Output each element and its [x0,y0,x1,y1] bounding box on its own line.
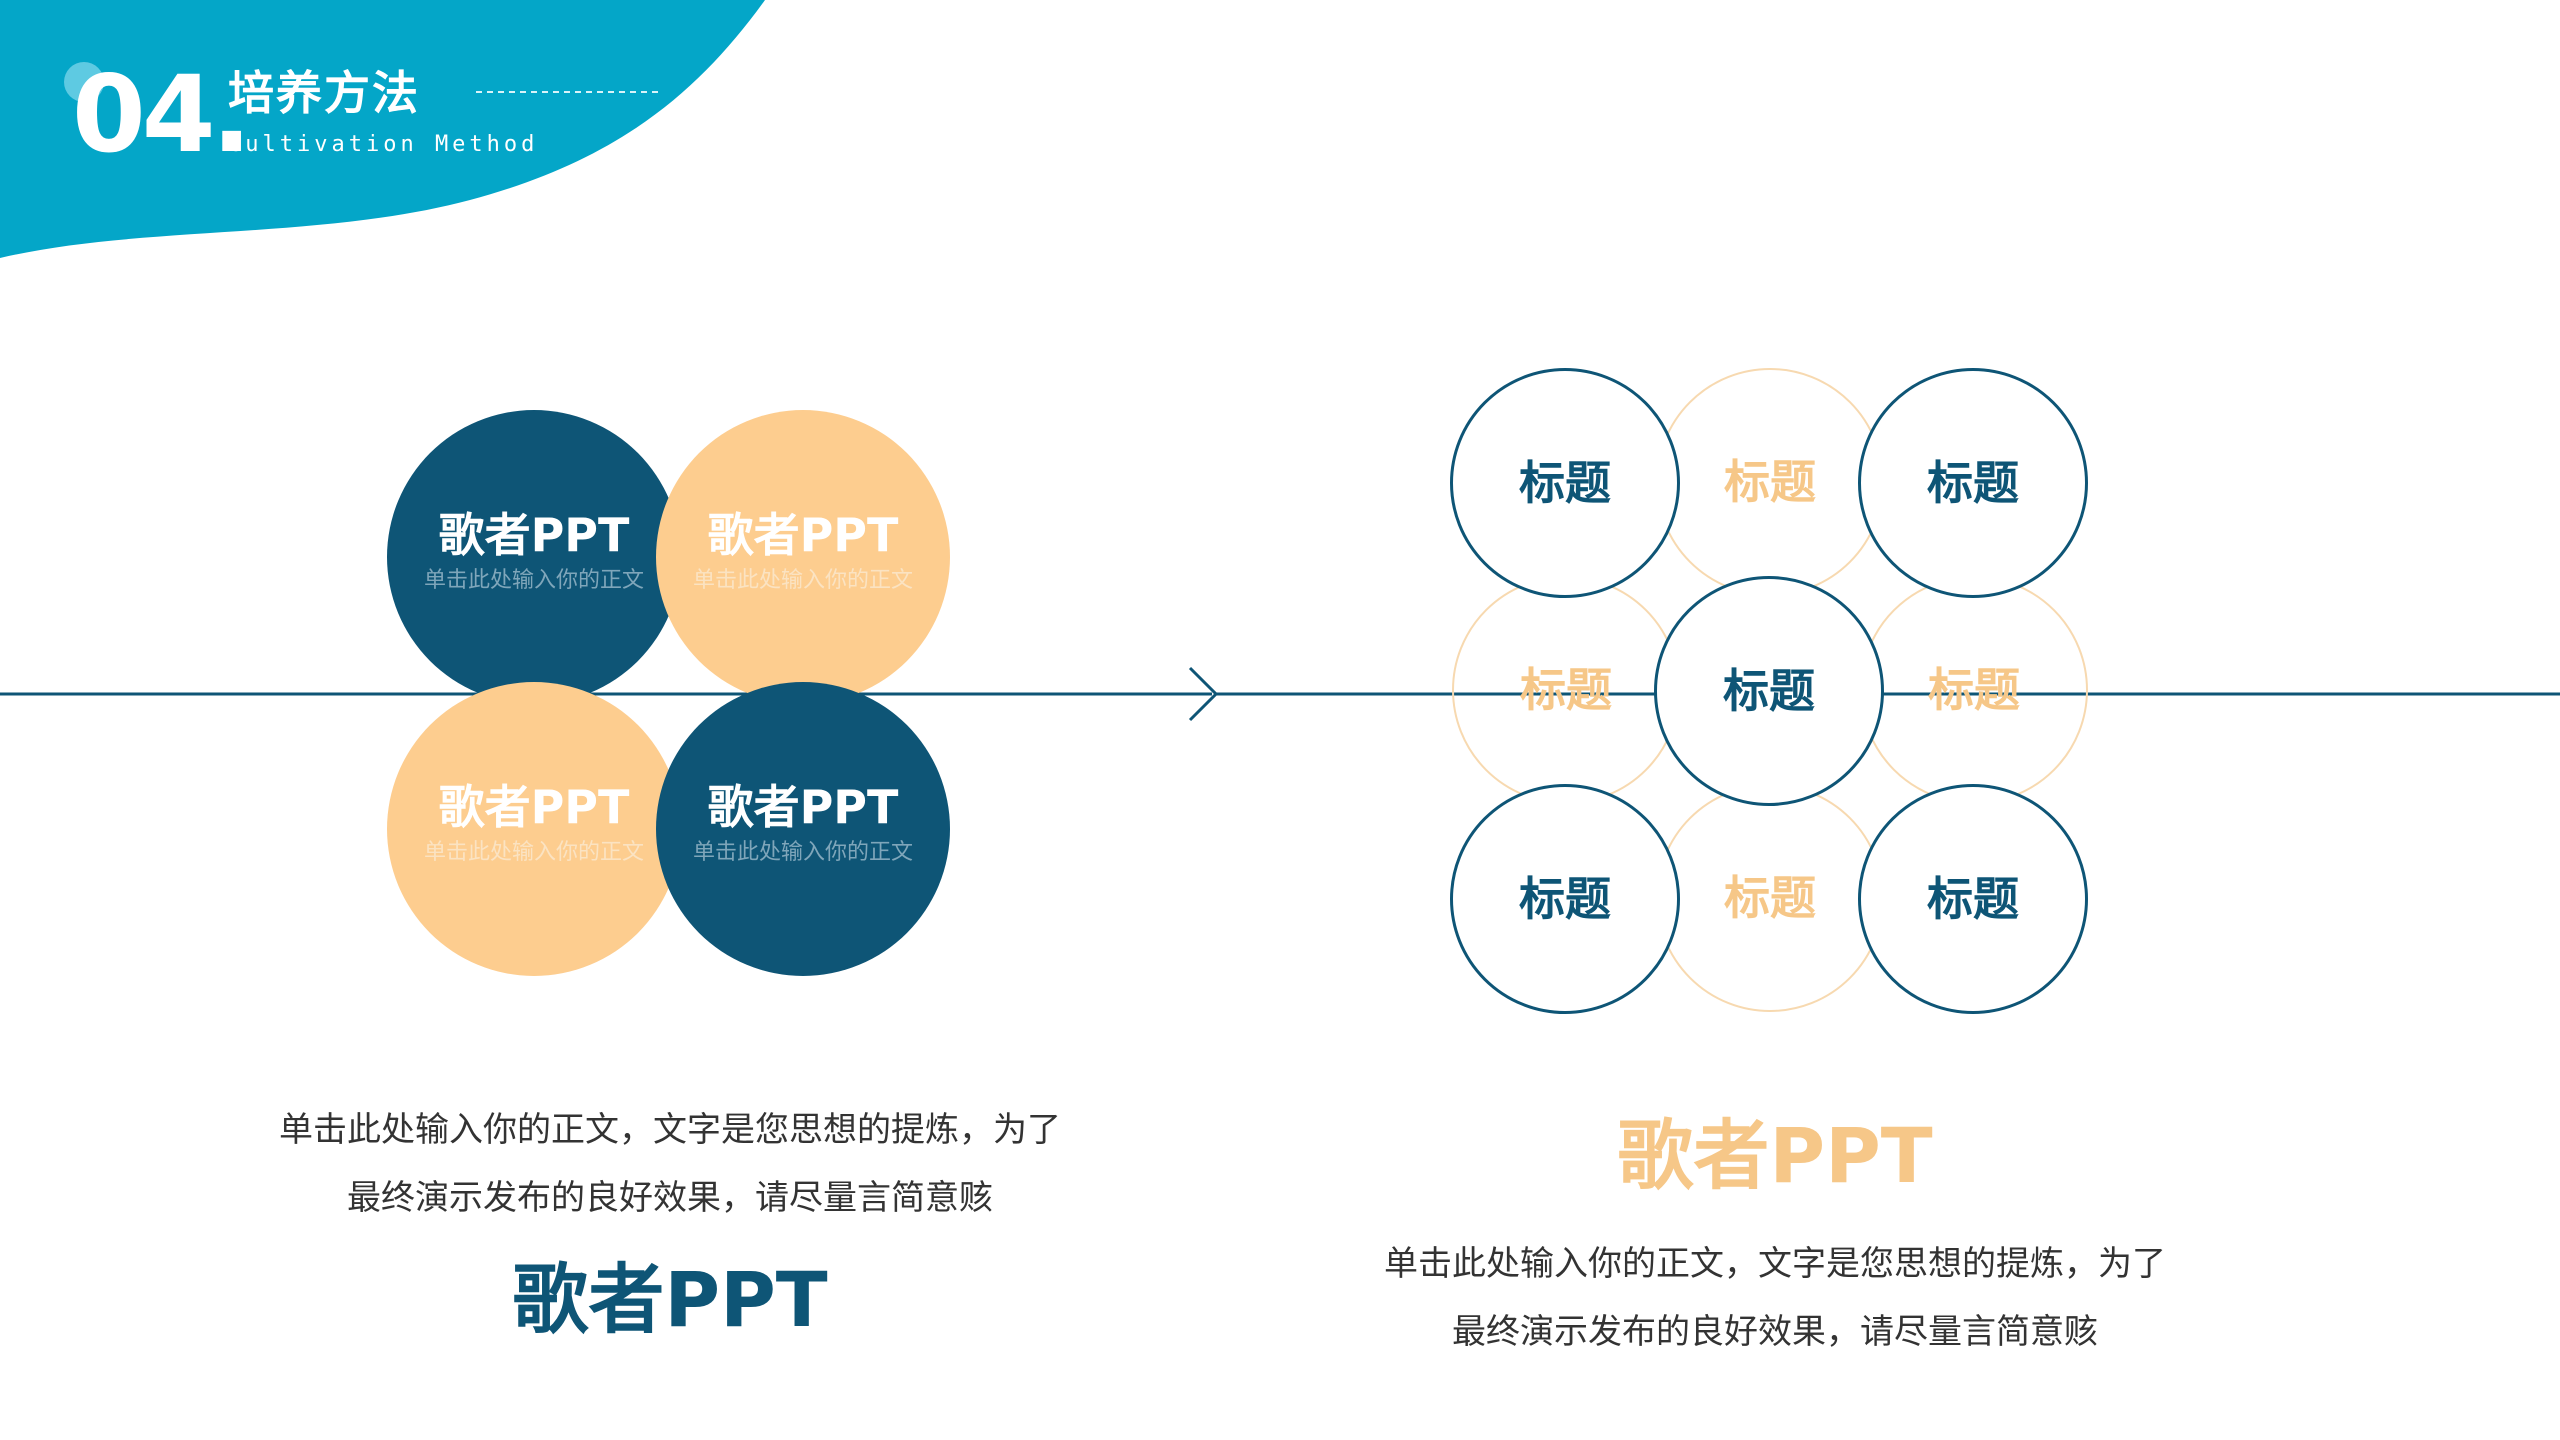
right-caption-line-1: 单击此处输入你的正文，文字是您思想的提炼，为了 [1384,1244,2166,1284]
cluster-circle-bottom-right: 歌者PPT 单击此处输入你的正文 [656,682,950,976]
cluster-circle-bottom-left: 歌者PPT 单击此处输入你的正文 [387,682,681,976]
cluster-circle-text: 单击此处输入你的正文 [423,568,644,593]
cluster-circle-text: 单击此处输入你的正文 [692,568,913,593]
grid-circle-r1c1: 标题 [1450,368,1680,598]
cluster-circle-title: 歌者PPT [707,780,899,834]
cluster-circle-text: 单击此处输入你的正文 [692,840,913,865]
section-title: 培养方法 [228,66,420,120]
cluster-circle-top-right: 歌者PPT 单击此处输入你的正文 [656,410,950,704]
left-caption-line-1: 单击此处输入你的正文，文字是您思想的提炼，为了 [279,1110,1061,1150]
grid-circle-r3c1: 标题 [1450,784,1680,1014]
right-caption-text: 单击此处输入你的正文，文字是您思想的提炼，为了 最终演示发布的良好效果，请尽量言… [1275,1230,2275,1366]
left-caption-text: 单击此处输入你的正文，文字是您思想的提炼，为了 最终演示发布的良好效果，请尽量言… [170,1096,1170,1232]
left-brand-title: 歌者PPT [512,1255,828,1344]
cluster-circle-text: 单击此处输入你的正文 [423,840,644,865]
section-subtitle: Cultivation Method [228,132,539,157]
cluster-circle-top-left: 歌者PPT 单击此处输入你的正文 [387,410,681,704]
grid-circle-r2c3: 标题 [1860,576,2088,804]
grid-circle-r1c2: 标题 [1656,368,1884,596]
grid-circle-r3c3: 标题 [1858,784,2088,1014]
header-dot [64,62,104,102]
right-caption-line-2: 最终演示发布的良好效果，请尽量言简意赅 [1452,1312,2098,1352]
grid-circle-r1c3: 标题 [1858,368,2088,598]
cluster-circle-title: 歌者PPT [707,508,899,562]
right-brand-title: 歌者PPT [1617,1111,1933,1200]
cluster-circle-title: 歌者PPT [438,780,630,834]
grid-circle-r3c2: 标题 [1656,784,1884,1012]
left-caption-line-2: 最终演示发布的良好效果，请尽量言简意赅 [347,1178,993,1218]
header-wave-shape [0,0,765,258]
grid-circle-r2c1: 标题 [1452,576,1680,804]
section-number: 04. [72,53,252,176]
grid-circle-r2c2: 标题 [1654,576,1884,806]
cluster-circle-title: 歌者PPT [438,508,630,562]
